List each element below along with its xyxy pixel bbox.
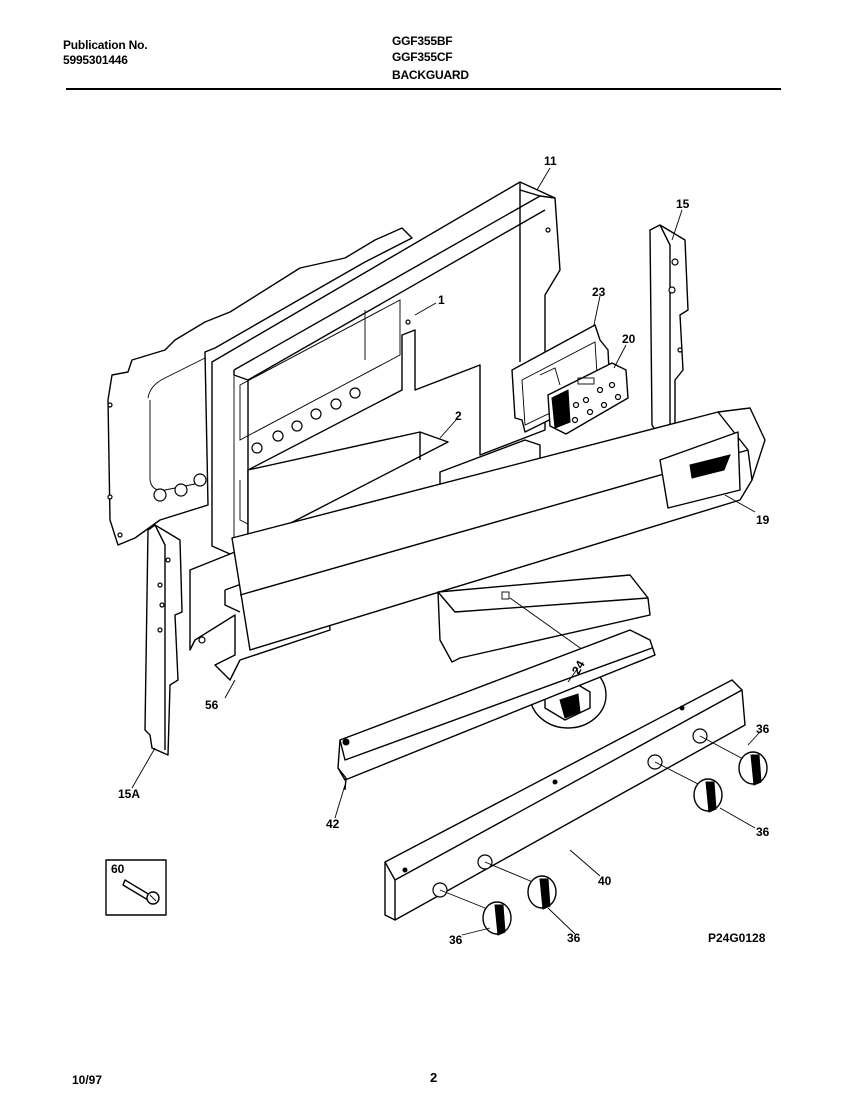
clock-module-part-20: [547, 362, 629, 435]
callout-36-bottom-right: 36: [567, 931, 581, 945]
callout-40: 40: [598, 874, 612, 888]
callout-15A: 15A: [118, 787, 140, 801]
knob-part-36-b: [484, 861, 557, 910]
callout-60: 60: [111, 862, 125, 876]
knob-part-36-a: [439, 889, 512, 936]
side-bracket-15: [649, 224, 689, 446]
header-rule: [66, 88, 781, 90]
backguard-frame-part-11: [211, 181, 561, 563]
publication-label: Publication No.: [63, 38, 148, 52]
callout-1: 1: [438, 293, 445, 307]
model-number-1: GGF355BF: [392, 34, 453, 48]
leader-lines: [131, 167, 761, 936]
callout-56: 56: [205, 698, 219, 712]
model-number-2: GGF355CF: [392, 50, 453, 64]
rail-part-42: [337, 629, 656, 791]
manifold-panel-part-40: [384, 679, 746, 921]
callout-24: 24: [569, 658, 588, 677]
drawing-code: P24G0128: [708, 931, 766, 945]
screw-inset-part-60: [105, 859, 167, 916]
callout-36-bottom-left: 36: [449, 933, 463, 947]
callout-2: 2: [455, 409, 462, 423]
callout-15: 15: [676, 197, 690, 211]
callout-11: 11: [544, 154, 557, 168]
callout-23: 23: [592, 285, 606, 299]
side-bracket-15A: [144, 524, 183, 756]
panel-cover-part-19: [231, 407, 766, 651]
callout-36-top: 36: [756, 722, 770, 736]
callout-19: 19: [756, 513, 770, 527]
callout-42: 42: [326, 817, 340, 831]
inner-strip-panel: [437, 574, 651, 663]
publication-number: 5995301446: [63, 53, 128, 67]
footer-date: 10/97: [72, 1073, 103, 1087]
section-title: BACKGUARD: [392, 68, 469, 82]
callout-20: 20: [622, 332, 636, 346]
callout-36-right: 36: [756, 825, 770, 839]
knob-part-36-d: [699, 735, 768, 786]
page-number: 2: [430, 1070, 438, 1085]
rear-back-panel: [107, 227, 413, 546]
knob-part-36-c: [654, 761, 723, 813]
